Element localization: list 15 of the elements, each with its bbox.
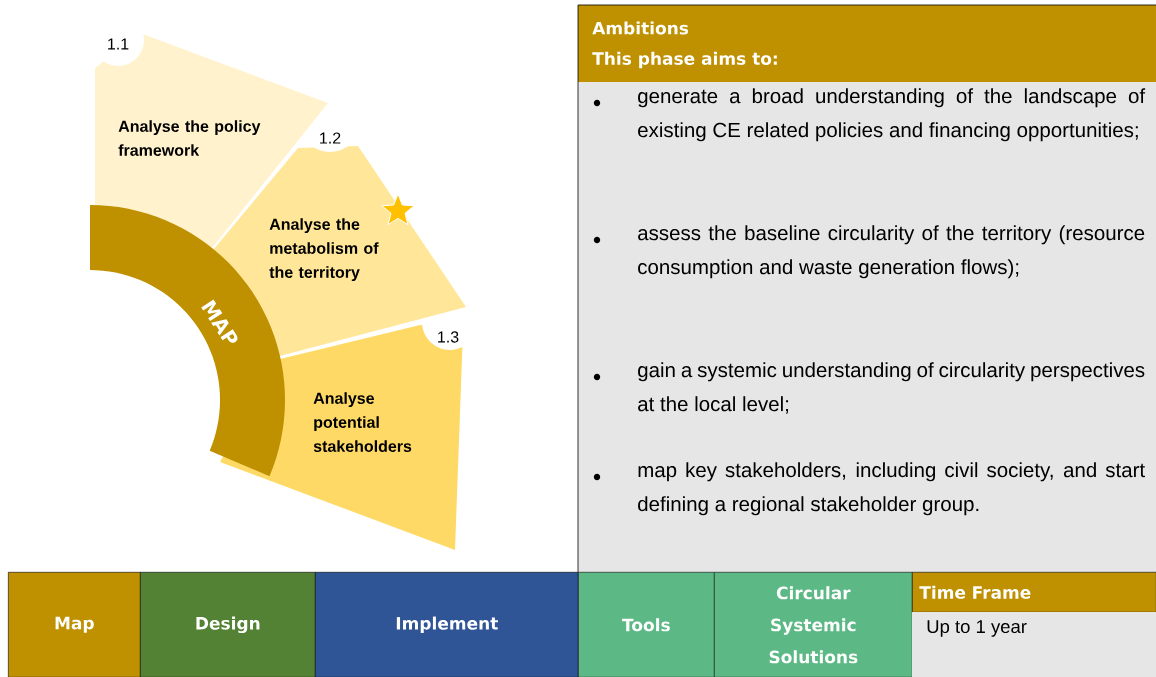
header-box: Ambitions This phase aims to: <box>577 4 1156 82</box>
header-box: Time Frame <box>912 572 1156 613</box>
step-number: 1.3 <box>438 331 459 343</box>
bullet-text: assess the baseline circularity of the territory (resource consumption and waste generation flows); <box>638 225 1145 279</box>
bullet-text: map key stakeholders, including civil society, and start defining a regional stakeholder group. <box>638 462 1145 516</box>
text-panel <box>578 82 1156 572</box>
phase-tab: Design <box>140 572 316 677</box>
step-number: 1.1 <box>108 38 129 50</box>
value-cell: Up to 1 year <box>912 612 1156 677</box>
phase-tab: Circular Systemic Solutions <box>714 572 913 677</box>
bullet-text: gain a systemic understanding of circularity perspectives at the local level; <box>638 362 1145 414</box>
phase-tab: Implement <box>315 572 579 677</box>
phase-tab: Tools <box>578 572 715 677</box>
bullet-text: generate a broad understanding of the landscape of existing CE related policies and financing opportunities; <box>638 88 1146 142</box>
phase-tab: Map <box>8 572 141 677</box>
